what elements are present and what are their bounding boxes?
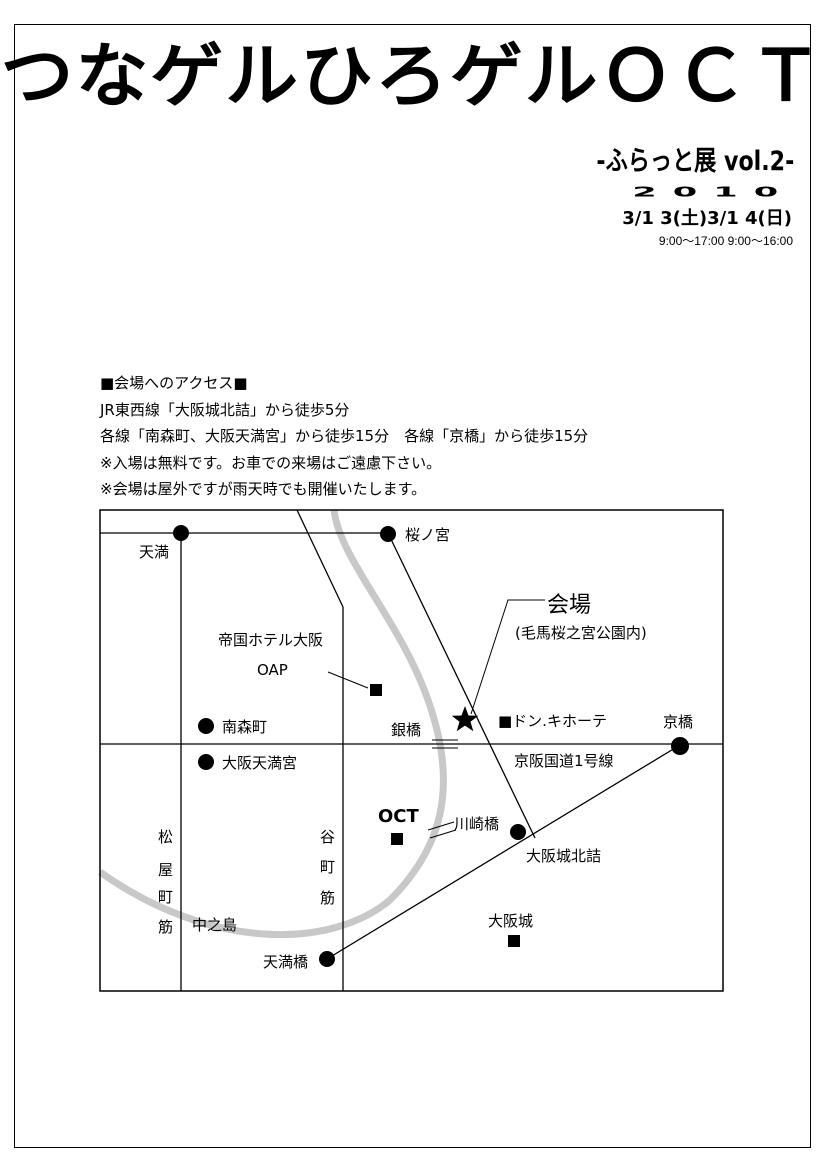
osakajo-kitazume-label: 大阪城北詰 — [526, 847, 601, 865]
oct-marker — [391, 833, 403, 845]
hotel-leader-line — [327, 671, 369, 689]
kawasaki-bridge-mark — [427, 821, 457, 839]
tenmabashi-station-marker — [319, 951, 335, 967]
keihan-line — [326, 744, 681, 960]
osaka-castle-label: 大阪城 — [488, 912, 533, 930]
tenma-station-marker — [173, 525, 189, 541]
gin-bridge-label: 銀橋 — [391, 721, 421, 739]
sakuranomiya-station-marker — [380, 526, 396, 542]
minamimorimachi-station-marker — [198, 718, 214, 734]
kawasakibashi-label: 川崎橋 — [454, 815, 499, 833]
osaka-castle-marker — [508, 935, 520, 947]
tenmabashi-label: 天満橋 — [263, 953, 308, 971]
imperial-hotel-marker — [370, 684, 382, 696]
access-line: ※入場は無料です。お車での来場はご遠慮下さい。 — [100, 453, 442, 472]
access-info: ■会場へのアクセス■ JR東西線「大阪城北詰」から徒歩5分 各線「南森町、大阪天… — [100, 370, 588, 503]
poster-title: つなゲルひろゲルＯＣＴ — [0, 35, 825, 117]
svg-text:町: 町 — [320, 858, 335, 876]
kawasakibashi-marker — [510, 824, 526, 840]
event-year: 2010 — [632, 185, 794, 201]
svg-text:町: 町 — [158, 888, 173, 906]
matsuyamachi-street-label: 松 屋 町 筋 — [158, 828, 173, 936]
tanimachi-street-label: 谷 町 筋 — [320, 828, 335, 907]
oap-label: OAP — [257, 661, 288, 679]
sakuranomiya-road — [387, 532, 536, 839]
svg-text:屋: 屋 — [158, 861, 173, 879]
map-border — [99, 509, 724, 992]
imperial-hotel-label: 帝国ホテル大阪 — [218, 631, 323, 649]
venue-star-icon — [451, 706, 479, 732]
access-heading: ■会場へのアクセス■ — [100, 374, 248, 392]
kyobashi-station-marker — [671, 737, 689, 755]
event-times: 9:00～17:00 9:00～16:00 — [658, 234, 793, 248]
route1-label: 京阪国道1号線 — [514, 752, 614, 770]
tenmangu-label: 大阪天満宮 — [222, 754, 297, 772]
svg-text:松: 松 — [158, 828, 173, 846]
sakuranomiya-label: 桜ノ宮 — [405, 526, 450, 544]
access-line: 各線「南森町、大阪天満宮」から徒歩15分 各線「京橋」から徒歩15分 — [100, 427, 589, 445]
minamimorimachi-label: 南森町 — [222, 718, 267, 736]
svg-text:筋: 筋 — [158, 918, 173, 936]
svg-text:筋: 筋 — [320, 889, 335, 907]
poster-frame — [14, 24, 811, 1148]
okawa-river — [97, 509, 447, 938]
gin-bridge-mark — [432, 739, 458, 749]
venue-sub-label: (毛馬桜之宮公園内) — [515, 624, 647, 642]
tenmangu-station-marker — [198, 754, 214, 770]
access-line: ※会場は屋外ですが雨天時でも開催いたします。 — [100, 480, 427, 498]
nakanoshima-label: 中之島 — [192, 916, 237, 934]
don-quijote-label: ■ドン.キホーテ — [498, 712, 607, 730]
svg-text:谷: 谷 — [320, 828, 335, 846]
access-line: JR東西線「大阪城北詰」から徒歩5分 — [100, 400, 350, 419]
road-diagonal — [296, 509, 344, 608]
poster-subtitle: -ふらっと展 vol.2- — [596, 146, 794, 177]
kyobashi-label: 京橋 — [663, 713, 693, 731]
tenma-label: 天満 — [139, 543, 169, 561]
venue-label: 会場 — [547, 593, 591, 618]
event-dates: 3/1 3(土)3/1 4(日) — [622, 208, 792, 229]
venue-leader-line — [470, 599, 545, 715]
oct-label: OCT — [378, 806, 420, 827]
